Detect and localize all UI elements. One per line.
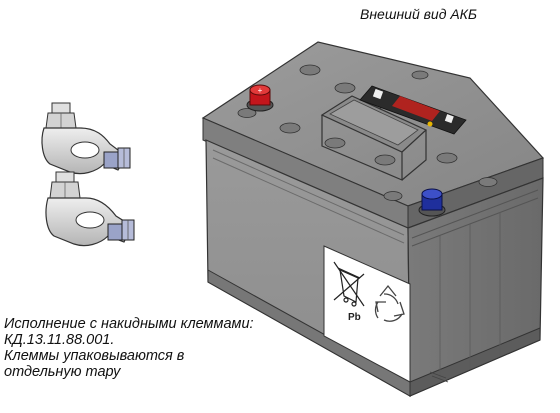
battery-base-side — [409, 327, 541, 397]
product-label — [359, 85, 467, 135]
caption-line: Исполнение с накидными клеммами: — [4, 316, 254, 332]
crossed-bin-icon — [333, 261, 365, 307]
recycle-icon — [374, 284, 405, 322]
pb-label: Pb — [348, 312, 361, 323]
caption-line: КД.13.11.88.001. — [4, 332, 115, 348]
battery-handle — [320, 95, 428, 181]
bottom-marking — [429, 371, 449, 383]
caption-line: отдельную тару — [4, 364, 121, 380]
terminal-clamp-top — [41, 102, 131, 175]
caption: Исполнение с накидными клеммами: КД.13.1… — [4, 316, 294, 380]
clamp-bolt-icon — [107, 219, 135, 241]
page-title: Внешний вид АКБ — [360, 6, 478, 22]
terminal-clamp-bottom — [45, 171, 135, 247]
positive-terminal: + — [246, 84, 274, 112]
battery: + Pb — [201, 41, 545, 398]
negative-terminal — [418, 188, 446, 217]
svg-text:+: + — [258, 86, 263, 95]
clamp-bolt-icon — [103, 147, 131, 169]
recycling-label: Pb — [323, 245, 411, 383]
caption-line: Клеммы упаковываются в — [4, 348, 185, 364]
